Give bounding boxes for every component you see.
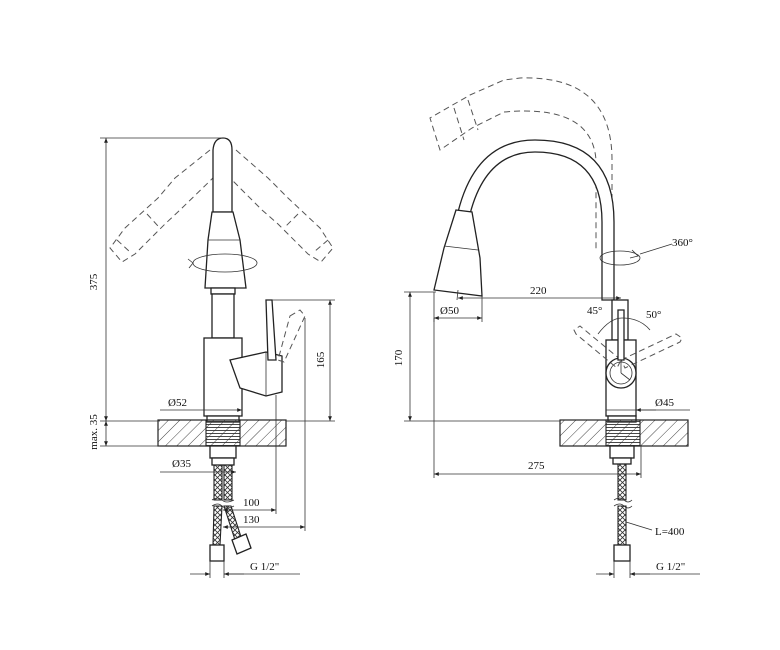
right-thread-label: G 1/2" — [656, 561, 685, 573]
dim-130: 130 — [243, 514, 260, 526]
left-spray-head — [204, 211, 247, 289]
left-hose-fitting-a — [209, 544, 225, 562]
angle-50: 50° — [646, 309, 661, 321]
left-nut — [209, 445, 237, 459]
left-hose-a — [213, 464, 223, 501]
left-view: 375 max. 35 165 Ø52 Ø35 100 130 G 1/2" — [88, 137, 335, 578]
dim-100: 100 — [243, 497, 260, 509]
dim-dia-45: Ø45 — [655, 397, 674, 409]
dim-170: 170 — [393, 349, 405, 366]
left-mount-thread — [205, 419, 241, 447]
dim-275: 275 — [528, 460, 545, 472]
left-spout — [212, 137, 233, 213]
dim-dia-50: Ø50 — [440, 305, 459, 317]
angle-45: 45° — [587, 305, 602, 317]
rotation-360: 360° — [672, 237, 693, 249]
dim-220: 220 — [530, 285, 547, 297]
right-mount-thread — [605, 419, 641, 447]
right-lever-ghost-50 — [620, 333, 683, 369]
left-lever — [265, 299, 277, 361]
dim-dia-35: Ø35 — [172, 458, 191, 470]
right-hose — [617, 463, 627, 501]
dim-375: 375 — [88, 273, 100, 290]
left-spray-ghost — [109, 149, 334, 263]
right-nut — [609, 445, 635, 459]
left-lever-ghost — [277, 309, 306, 363]
hose-length-400: L=400 — [655, 526, 685, 538]
right-view: 170 220 Ø50 45° 50° 360° Ø45 275 L=400 — [393, 77, 700, 578]
dim-max-35: max. 35 — [88, 414, 100, 450]
left-hose-fitting-b — [231, 533, 252, 555]
left-thread-label: G 1/2" — [250, 561, 279, 573]
dim-165: 165 — [315, 351, 327, 368]
dim-dia-52: Ø52 — [168, 397, 187, 409]
left-collar — [210, 287, 236, 295]
right-washer — [612, 457, 632, 465]
right-spray-head — [433, 209, 483, 297]
right-lever-ghost-45 — [573, 325, 622, 369]
left-washer — [211, 457, 235, 466]
right-rotation-ring — [599, 250, 641, 266]
left-hose-b — [223, 464, 233, 501]
right-spout-ghost — [429, 77, 613, 250]
right-lever — [617, 309, 625, 361]
right-hose-fitting — [613, 544, 631, 562]
left-upper-tube — [211, 293, 235, 339]
